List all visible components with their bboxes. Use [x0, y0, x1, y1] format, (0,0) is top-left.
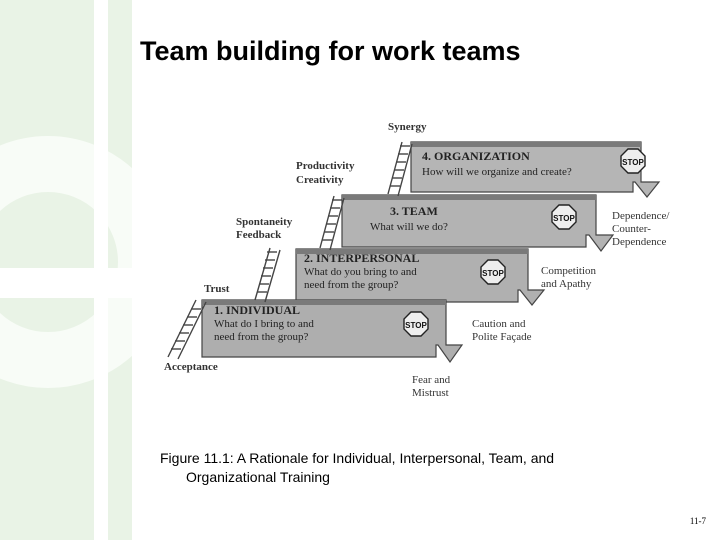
- stop-sign-icon: STOP: [403, 311, 429, 337]
- outcome-dependence-line3: Dependence: [612, 236, 666, 248]
- label-synergy: Synergy: [388, 121, 427, 133]
- step-individual-question-line2: need from the group?: [214, 331, 308, 343]
- step-organization-heading: 4. ORGANIZATION: [422, 149, 530, 163]
- step-individual-heading: 1. INDIVIDUAL: [214, 303, 300, 317]
- decorative-ring-graphic: [0, 0, 132, 540]
- step-team-shape: [341, 194, 615, 252]
- label-feedback: Feedback: [236, 229, 282, 241]
- figure-caption: Figure 11.1: A Rationale for Individual,…: [160, 449, 680, 487]
- ladder-icon: [254, 247, 281, 303]
- ladder-icon: [319, 195, 345, 251]
- step-organization: 4. ORGANIZATION How will we organize and…: [410, 141, 661, 198]
- step-team-question: What will we do?: [370, 221, 448, 233]
- figure-caption-line2: Organizational Training: [186, 469, 330, 485]
- step-individual-shape: [201, 299, 464, 364]
- stop-sign-label: STOP: [553, 214, 575, 223]
- outcome-competition-line2: and Apathy: [541, 278, 592, 290]
- outcome-fear-line2: Mistrust: [412, 387, 449, 399]
- stop-sign-label: STOP: [482, 269, 504, 278]
- step-team: 3. TEAM What will we do? STOP: [341, 194, 615, 252]
- outcome-dependence-line1: Dependence/: [612, 210, 670, 222]
- stop-sign-icon: STOP: [551, 204, 577, 230]
- stop-sign-icon: STOP: [620, 148, 646, 174]
- step-team-heading: 3. TEAM: [390, 204, 438, 218]
- label-productivity: Productivity: [296, 160, 355, 172]
- step-individual: 1. INDIVIDUAL What do I bring to and nee…: [201, 299, 464, 364]
- ladder-icon: [167, 299, 207, 360]
- outcome-competition-line1: Competition: [541, 265, 597, 277]
- step-interpersonal-heading: 2. INTERPERSONAL: [304, 251, 419, 265]
- slide-title: Team building for work teams: [140, 36, 521, 66]
- ladder-icon: [387, 141, 413, 197]
- outcome-caution-line2: Polite Façade: [472, 331, 532, 343]
- outcome-dependence-line2: Counter-: [612, 223, 651, 235]
- page-number: 11-7: [689, 516, 706, 526]
- stop-sign-icon: STOP: [480, 259, 506, 285]
- label-trust: Trust: [204, 283, 230, 295]
- team-building-staircase-diagram: 4. ORGANIZATION How will we organize and…: [164, 121, 670, 399]
- label-acceptance: Acceptance: [164, 361, 218, 373]
- stop-sign-label: STOP: [405, 321, 427, 330]
- step-interpersonal-question-line2: need from the group?: [304, 279, 398, 291]
- step-individual-question-line1: What do I bring to and: [214, 318, 314, 330]
- stop-sign-label: STOP: [622, 158, 644, 167]
- label-spontaneity: Spontaneity: [236, 216, 293, 228]
- step-organization-question: How will we organize and create?: [422, 166, 572, 178]
- figure-caption-line1: Figure 11.1: A Rationale for Individual,…: [160, 450, 555, 466]
- outcome-caution-line1: Caution and: [472, 318, 526, 330]
- step-interpersonal-question-line1: What do you bring to and: [304, 266, 417, 278]
- step-interpersonal: 2. INTERPERSONAL What do you bring to an…: [295, 248, 546, 306]
- outcome-fear-line1: Fear and: [412, 374, 451, 386]
- label-creativity: Creativity: [296, 174, 344, 186]
